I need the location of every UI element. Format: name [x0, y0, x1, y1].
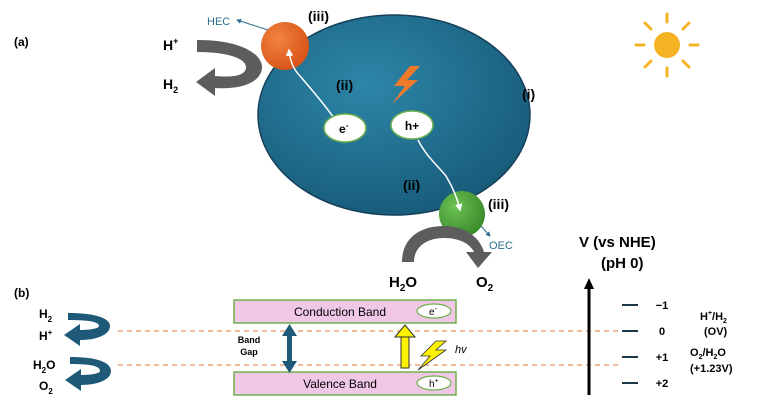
- potential-axis: [584, 278, 594, 395]
- band-gap-label-line2: Gap: [240, 347, 258, 357]
- svg-text:e-: e-: [339, 121, 349, 136]
- step-i-label: (i): [522, 86, 535, 102]
- potential-tick-label: 0: [659, 326, 665, 338]
- semiconductor-particle: [257, 14, 531, 216]
- step-ii-bottom-label: (ii): [403, 177, 420, 193]
- oec-cocatalyst: [439, 191, 485, 237]
- cb-electron: e-: [416, 303, 452, 319]
- ref1-label-line1: H+/H2: [700, 310, 727, 325]
- potential-ticks: −1 0 +1 +2: [622, 300, 668, 390]
- step-iii-top-label: (iii): [308, 8, 329, 24]
- left-oxidation-arrow: [65, 357, 111, 391]
- hole-carrier: h+: [390, 110, 434, 140]
- hec-cocatalyst: [261, 22, 309, 70]
- potential-tick-label: +1: [656, 352, 669, 364]
- water-oxidation-arrow: [402, 226, 492, 268]
- scale-title-line2: (pH 0): [601, 255, 644, 272]
- scale-title-line1: V (vs NHE): [579, 234, 656, 251]
- band-gap-label-line1: Band: [238, 335, 261, 345]
- electron-carrier: e-: [323, 113, 367, 143]
- potential-tick-label: +2: [656, 378, 669, 390]
- lightning-icon: [417, 340, 448, 371]
- o2-label: O2: [476, 274, 494, 294]
- left-h2o-label: H2O: [33, 358, 55, 375]
- lightning-icon: [392, 66, 420, 104]
- step-iii-bottom-label: (iii): [488, 196, 509, 212]
- h2-label: H2: [163, 76, 178, 95]
- sun-icon: [634, 12, 700, 78]
- panel-a-label: (a): [14, 35, 29, 49]
- panel-b-label: (b): [14, 286, 29, 300]
- svg-text:h+: h+: [405, 119, 419, 133]
- potential-tick-label: −1: [656, 300, 669, 312]
- hydrogen-reduction-arrow: [196, 40, 262, 96]
- left-o2-label: O2: [39, 379, 53, 396]
- h-plus-label: H+: [163, 36, 178, 53]
- left-h2-label: H2: [39, 307, 53, 324]
- conduction-band: [233, 299, 457, 324]
- valence-band-label: Valence Band: [303, 377, 377, 391]
- hole-migration-path: [417, 139, 463, 212]
- svg-text:e-: e-: [429, 306, 438, 318]
- excitation-arrow: [393, 324, 417, 369]
- left-hplus-label: H+: [39, 328, 53, 343]
- hv-label: hv: [455, 344, 468, 356]
- electron-migration-path: [285, 48, 337, 122]
- ref2-label-line2: (+1.23V): [690, 363, 733, 375]
- ref2-label-line1: O2/H2O: [690, 347, 726, 361]
- ref1-label-line2: (OV): [704, 326, 728, 338]
- h2o-label: H2O: [389, 274, 417, 294]
- hec-label: HEC: [207, 16, 230, 28]
- conduction-band-label: Conduction Band: [294, 305, 386, 319]
- valence-band: [233, 371, 457, 396]
- band-gap-arrow: [282, 324, 297, 373]
- step-ii-top-label: (ii): [336, 77, 353, 93]
- oec-label: OEC: [489, 240, 513, 252]
- svg-text:h+: h+: [429, 378, 439, 390]
- vb-hole: h+: [416, 375, 452, 391]
- left-reduction-arrow: [64, 313, 110, 346]
